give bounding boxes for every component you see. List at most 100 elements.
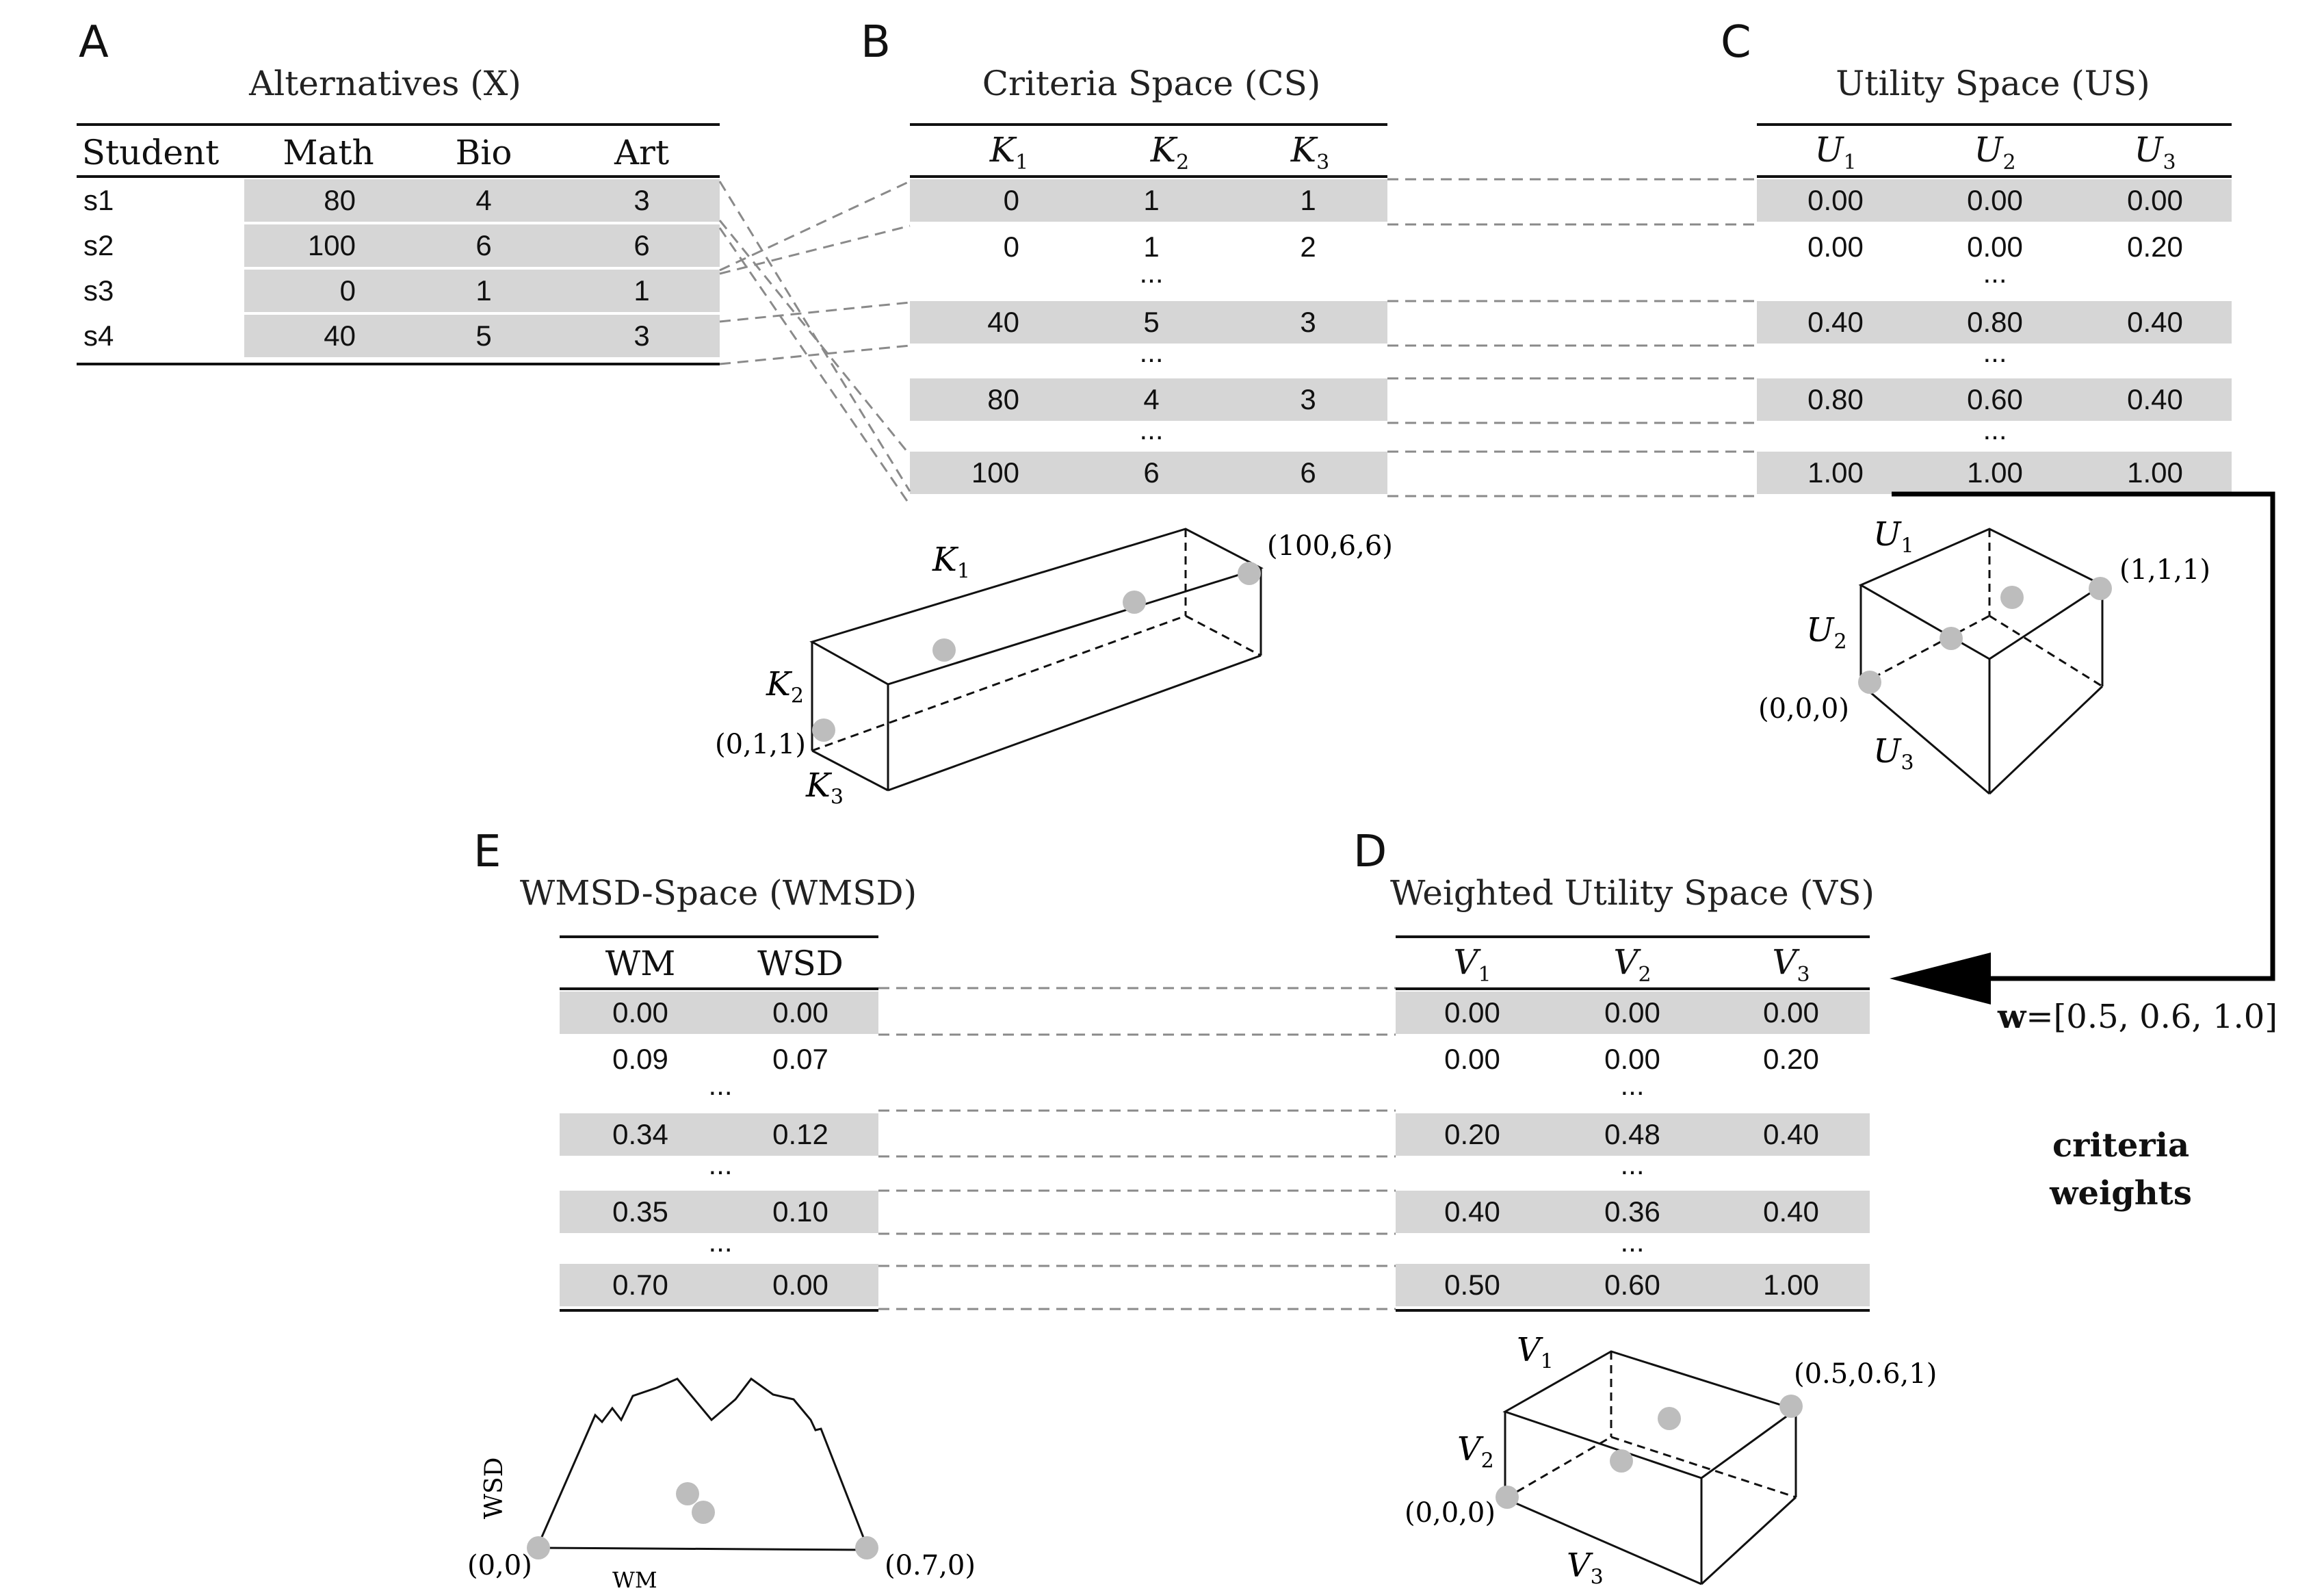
header-v2: V2 [1613, 942, 1651, 987]
axis-label-u2: U2 [1806, 611, 1847, 654]
header-wsd: WSD [757, 944, 844, 983]
ellipsis: ... [708, 1148, 733, 1180]
header-k2: K2 [1150, 130, 1190, 174]
header-u3: U3 [2134, 130, 2176, 174]
header-art: Art [614, 133, 670, 172]
table-row: 0 1 1 [910, 179, 1387, 222]
table-row: 0.00 0.00 [560, 992, 878, 1034]
wmsd-points [527, 1482, 878, 1559]
table-row: 0.35 0.10 [560, 1191, 878, 1233]
weights-arrow [1890, 491, 2275, 1005]
header-k3: K3 [1290, 130, 1330, 174]
table-row: 40 5 3 [910, 301, 1387, 344]
table-row: 0.20 0.48 0.40 [1396, 1113, 1870, 1156]
table-row: s4 40 5 3 [77, 315, 720, 357]
axis-label-k2: K2 [766, 665, 804, 708]
criteria-space-box [809, 528, 1264, 792]
table-row: 0.00 0.00 0.20 [1807, 231, 2183, 263]
table-row: 0.09 0.07 [612, 1043, 828, 1075]
header-u1: U1 [1814, 130, 1857, 174]
header-math: Math [283, 133, 374, 172]
utility-space-cube [1858, 528, 2105, 795]
wmsd-space-table: WM WSD 0.00 0.00 0.09 0.07 ... 0.34 0.12… [560, 935, 878, 1315]
panel-letter-b: B [861, 17, 891, 68]
table-row: 0.00 0.00 0.00 [1396, 992, 1870, 1034]
corner-label-right: (0.7,0) [885, 1550, 976, 1581]
connector-s2-to-b [718, 227, 911, 506]
weight-vector: w=[0.5, 0.6, 1.0] [1998, 998, 2278, 1036]
alternatives-table: Student Math Bio Art s1 80 4 3 s2 100 6 … [77, 123, 720, 370]
axis-label-wm: WM [612, 1567, 657, 1593]
table-row: s2 100 6 6 [77, 224, 720, 267]
table-row: 100 6 6 [910, 452, 1387, 494]
ellipsis: ... [1983, 336, 2007, 368]
connector-s3b [719, 301, 911, 323]
ellipsis: ... [1139, 413, 1164, 445]
weighted-utility-space-table: V1 V2 V3 0.00 0.00 0.00 0.00 0.00 0.20 .… [1396, 935, 1870, 1315]
corner-label-max: (1,1,1) [2119, 554, 2210, 586]
ellipsis: ... [1620, 1069, 1645, 1101]
table-row: 0.00 0.00 0.00 [1757, 179, 2232, 222]
ellipsis: ... [708, 1226, 733, 1258]
panel-letter-e: E [473, 827, 501, 877]
table-row: 0.50 0.60 1.00 [1396, 1264, 1870, 1306]
ellipsis: ... [1983, 413, 2007, 445]
table-row: 0.40 0.80 0.40 [1757, 301, 2232, 344]
table-row: 0.40 0.36 0.40 [1396, 1191, 1870, 1233]
header-u2: U2 [1974, 130, 2016, 174]
connector-s3-to-b [719, 224, 911, 275]
corner-label-min: (0,0,0) [1405, 1497, 1496, 1529]
table-row: 0.70 0.00 [560, 1264, 878, 1306]
criteria-space-table: K1 K2 K3 0 1 1 0 1 2 ... 40 5 3 ... 80 4… [910, 123, 1387, 503]
table-row: 0.34 0.12 [560, 1113, 878, 1156]
axis-label-v2: V2 [1457, 1430, 1494, 1473]
weights-caption: criteria weights [2050, 1126, 2192, 1213]
ellipsis: ... [1139, 336, 1164, 368]
utility-space-table: U1 U2 U3 0.00 0.00 0.00 0.00 0.00 0.20 .… [1757, 123, 2232, 503]
ellipsis: ... [1620, 1148, 1645, 1180]
corner-label-max: (100,6,6) [1267, 530, 1393, 562]
axis-label-u3: U3 [1873, 732, 1914, 775]
panel-letter-d: D [1353, 827, 1387, 877]
ellipsis: ... [708, 1069, 733, 1101]
table-row: 1.00 1.00 1.00 [1757, 452, 2232, 494]
axis-label-v1: V1 [1517, 1331, 1554, 1374]
panel-title-alternatives: Alternatives (X) [249, 64, 521, 103]
axis-label-k1: K1 [932, 541, 970, 584]
axis-label-u1: U1 [1873, 515, 1914, 558]
corner-label-max: (0.5,0.6,1) [1794, 1358, 1937, 1390]
ellipsis: ... [1620, 1226, 1645, 1258]
table-row: s3 0 1 1 [77, 270, 720, 312]
corner-label-origin: (0,0) [467, 1550, 532, 1581]
header-student: Student [81, 133, 220, 172]
axis-label-k3: K3 [806, 766, 844, 810]
header-k1: K1 [989, 130, 1029, 174]
dashed-connectors [718, 178, 1757, 1310]
header-wm: WM [605, 944, 676, 983]
connector-s1b [718, 220, 911, 456]
table-row: s1 80 4 3 [77, 179, 720, 222]
axis-label-v3: V3 [1567, 1546, 1604, 1590]
header-v1: V1 [1453, 942, 1491, 987]
table-row: 0.80 0.60 0.40 [1757, 378, 2232, 421]
panel-letter-a: A [79, 17, 109, 68]
corner-label-min: (0,0,0) [1758, 693, 1849, 725]
panel-title-wmsd-space: WMSD-Space (WMSD) [519, 873, 917, 913]
weighted-utility-space-box [1502, 1350, 1799, 1585]
connector-s4-to-b [719, 344, 911, 365]
table-row: 80 4 3 [910, 378, 1387, 421]
ellipsis: ... [1983, 257, 2007, 289]
weighted-utility-space-points [1496, 1395, 1803, 1509]
header-bio: Bio [455, 133, 512, 172]
axis-label-wsd: WSD [480, 1457, 508, 1519]
table-row: 0.00 0.00 0.20 [1444, 1043, 1819, 1075]
ellipsis: ... [1139, 257, 1164, 289]
panel-title-utility-space: Utility Space (US) [1836, 64, 2150, 103]
panel-letter-c: C [1721, 17, 1751, 68]
criteria-space-points [812, 562, 1261, 742]
corner-label-min: (0,1,1) [715, 729, 806, 760]
panel-title-weighted-utility-space: Weighted Utility Space (VS) [1389, 873, 1875, 913]
header-v3: V3 [1772, 942, 1810, 987]
panel-title-criteria-space: Criteria Space (CS) [982, 64, 1321, 103]
